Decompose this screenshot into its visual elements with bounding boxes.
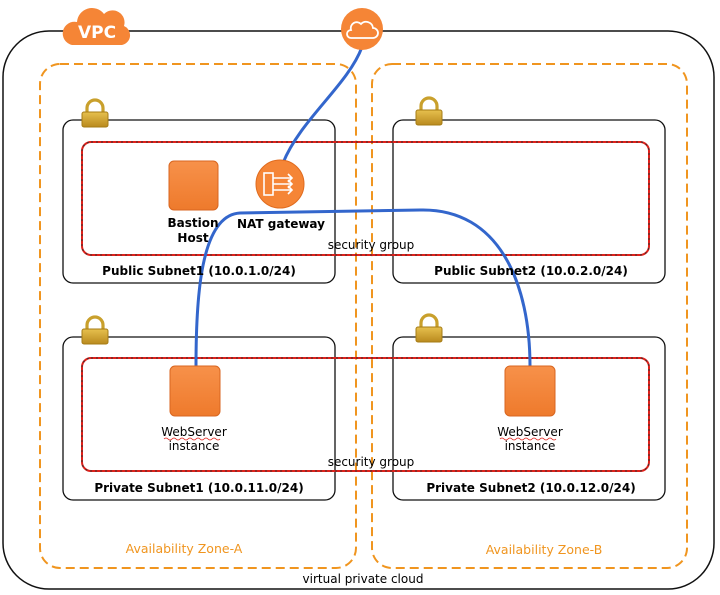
public-subnet-1-label: Public Subnet1 (10.0.1.0/24)	[102, 264, 296, 278]
availability-zone-b	[371, 63, 688, 569]
security-group-private-label: security group	[328, 455, 415, 469]
internet-cloud-node	[341, 8, 383, 50]
public-subnet-2-label: Public Subnet2 (10.0.2.0/24)	[434, 264, 628, 278]
bastion-host-instance	[168, 160, 219, 211]
nat-gateway-label: NAT gateway	[237, 217, 325, 231]
webserver-instance-1	[169, 365, 221, 417]
bastion-label-line1: Bastion	[167, 216, 218, 230]
vpc-badge-label: VPC	[78, 23, 116, 43]
lock-icon	[80, 315, 110, 346]
private-subnet-2-label: Private Subnet2 (10.0.12.0/24)	[426, 481, 635, 495]
lock-icon	[414, 96, 444, 127]
cloud-icon	[346, 20, 379, 39]
webserver-2-label-line2: instance	[505, 439, 556, 453]
lock-icon	[414, 313, 444, 344]
nat-to-webserver-line	[194, 208, 532, 367]
security-group-private	[81, 357, 650, 472]
webserver-2-label-line1: WebServer	[497, 425, 563, 439]
webserver-1-label-line2: instance	[169, 439, 220, 453]
availability-zone-a	[39, 63, 357, 569]
private-subnet-1	[62, 336, 336, 501]
availability-zone-a-label: Availability Zone-A	[126, 541, 243, 556]
nat-gateway-node	[255, 159, 305, 209]
vpc-container	[2, 30, 715, 590]
private-subnet-1-label: Private Subnet1 (10.0.11.0/24)	[94, 481, 303, 495]
vpc-badge: VPC	[62, 7, 131, 46]
public-subnet-2	[392, 119, 666, 284]
nat-gateway-icon	[263, 172, 294, 196]
security-group-public	[81, 141, 650, 256]
vpc-caption: virtual private cloud	[303, 572, 424, 586]
bastion-label-line2: Host	[177, 231, 208, 245]
availability-zone-b-label: Availability Zone-B	[486, 542, 603, 557]
security-group-public-label: security group	[328, 238, 415, 252]
lock-icon	[80, 98, 110, 129]
spellcheck-underline	[163, 437, 221, 441]
webserver-1-label-line1: WebServer	[161, 425, 227, 439]
webserver-instance-2	[504, 365, 556, 417]
spellcheck-underline	[499, 437, 557, 441]
internet-to-nat-line	[281, 46, 364, 164]
